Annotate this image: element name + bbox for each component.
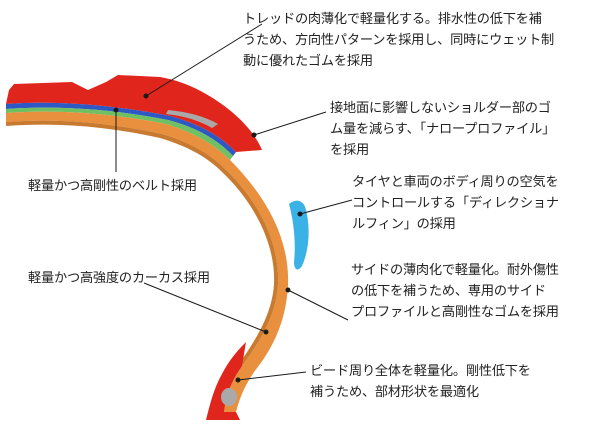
leader-tread: [145, 23, 263, 97]
annotation-belt-line-1: 軽量かつ高剛性のベルト採用: [28, 179, 197, 194]
annotation-bead-line-1: ビード周り全体を軽量化。剛性低下を: [310, 364, 531, 379]
annotation-carcass: 軽量かつ高強度のカーカス採用: [28, 268, 210, 289]
shoulder-groove: [166, 110, 218, 128]
annotation-sidewall: サイドの薄肉化で軽量化。耐外傷性 の低下を補うため、専用のサイド プロファイルと…: [351, 260, 559, 323]
annotation-bead: ビード周り全体を軽量化。剛性低下を 補うため、部材形状を最適化: [310, 361, 531, 403]
leader-tread-dot: [143, 93, 149, 99]
leader-bead-dot: [235, 377, 241, 383]
annotation-carcass-line-1: 軽量かつ高強度のカーカス採用: [28, 271, 210, 286]
carcass-sidewall: [6, 111, 289, 413]
annotation-fin-line-2: コントロールする「ディレクショナ: [352, 196, 559, 211]
leader-lines: [113, 23, 353, 383]
annotation-belt: 軽量かつ高剛性のベルト採用: [28, 176, 197, 197]
bead-core: [221, 388, 237, 406]
tread-rubber: [6, 75, 262, 152]
annotation-tread-line-2: うため、方向性パターンを採用し、同時にウェット制: [243, 33, 555, 48]
annotation-fin-line-3: ルフィン」の採用: [352, 217, 456, 232]
leader-sidewall: [287, 289, 349, 321]
bead-rubber: [206, 342, 246, 420]
leader-shoulder-dot: [251, 132, 257, 138]
annotation-sidewall-line-3: プロファイルと高剛性なゴムを採用: [351, 305, 559, 320]
leader-belt-dot: [113, 107, 119, 113]
leader-sidewall-dot: [285, 287, 291, 293]
annotation-shoulder-line-3: を採用: [330, 143, 369, 158]
annotation-bead-line-2: 補うため、部材形状を最適化: [310, 385, 479, 400]
leader-carcass-dot: [263, 329, 269, 335]
annotation-fin-line-1: タイヤと車両のボディ周りの空気を: [352, 175, 559, 190]
annotation-fin: タイヤと車両のボディ周りの空気を コントロールする「ディレクショナ ルフィン」の…: [352, 172, 559, 235]
annotation-tread-line-3: 動に優れたゴムを採用: [243, 54, 373, 69]
directional-fin: [289, 200, 309, 270]
leader-shoulder: [253, 111, 327, 136]
annotation-shoulder: 接地面に影響しないショルダー部のゴ ム量を減らす、「ナロープロファイル」 を採用: [330, 98, 555, 161]
annotation-tread: トレッドの肉薄化で軽量化する。排水性の低下を補 うため、方向性パターンを採用し、…: [243, 9, 554, 72]
leader-bead: [237, 371, 307, 381]
leader-carcass: [143, 282, 267, 333]
leader-fin-dot: [297, 211, 303, 217]
annotation-shoulder-line-2: ム量を減らす、「ナロープロファイル」: [330, 122, 556, 137]
annotation-sidewall-line-2: の低下を補うため、専用のサイド: [351, 284, 546, 299]
annotation-shoulder-line-1: 接地面に影響しないショルダー部のゴ: [330, 101, 551, 116]
leader-fin: [299, 199, 353, 215]
annotation-tread-line-1: トレッドの肉薄化で軽量化する。排水性の低下を補: [243, 12, 542, 27]
annotation-sidewall-line-1: サイドの薄肉化で軽量化。耐外傷性: [351, 263, 559, 278]
